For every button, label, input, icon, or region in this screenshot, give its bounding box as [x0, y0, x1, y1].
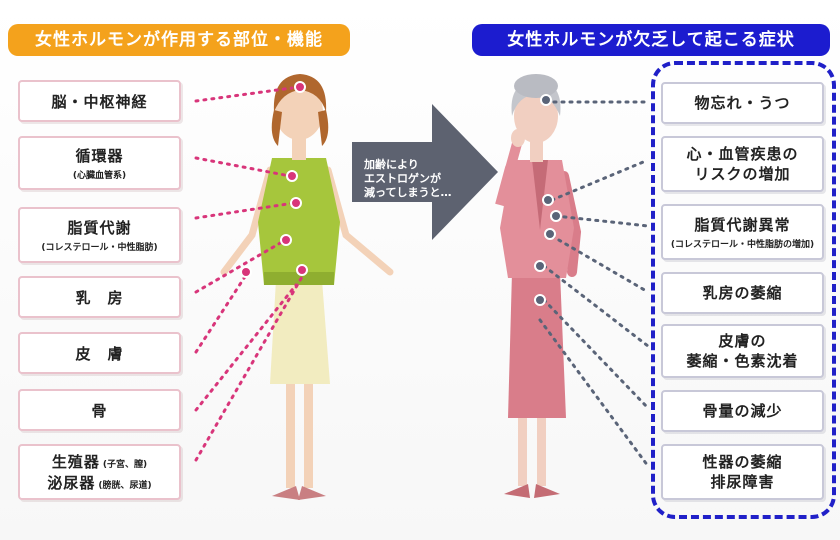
right-item-sublabel: (コレステロール・中性脂肪の増加) [670, 239, 815, 250]
symptom-group-border [651, 61, 836, 519]
left-item-label: 脳・中枢神経 [51, 92, 148, 111]
transition-arrow [352, 104, 498, 240]
left-dots [240, 81, 308, 278]
left-item-label: 生殖器 [51, 453, 100, 471]
arrow-line: エストロゲンが [364, 172, 441, 185]
right-item-label: 骨量の減少 [702, 402, 783, 420]
right-item-label: 皮膚の [718, 332, 767, 350]
left-item-bone: 骨 [18, 389, 181, 431]
right-dots [534, 94, 562, 306]
left-item-sublabel: (心臓血管系) [72, 171, 127, 181]
elderly-woman-figure [495, 74, 582, 498]
right-item-label: 乳房の萎縮 [702, 284, 783, 302]
right-item-label: リスクの増加 [694, 165, 791, 183]
right-item-label: 心・血管疾患の [686, 145, 799, 163]
left-item-brain: 脳・中枢神経 [18, 80, 181, 122]
left-connectors [194, 86, 308, 462]
left-item-label: 皮 膚 [75, 344, 124, 363]
arrow-caption: 加齢により エストロゲンが 減ってしまうと… [364, 158, 474, 200]
left-item-skin: 皮 膚 [18, 332, 181, 374]
left-item-label: 乳 房 [75, 288, 124, 307]
right-item-forgetfulness: 物忘れ・うつ [661, 82, 824, 124]
right-item-label: 脂質代謝異常 [694, 215, 791, 234]
arrow-line: 加齢により [364, 158, 419, 171]
left-item-label: 骨 [91, 401, 108, 420]
young-woman-figure [220, 74, 394, 500]
arrow-line: 減ってしまうと… [364, 186, 452, 199]
right-item-genital-atrophy: 性器の萎縮 排尿障害 [661, 444, 824, 500]
left-item-lipid: 脂質代謝 (コレステロール・中性脂肪) [18, 207, 181, 263]
left-item-sublabel: (子宮、膣) [102, 460, 148, 470]
right-item-label: 萎縮・色素沈着 [686, 352, 799, 370]
right-item-bone-loss: 骨量の減少 [661, 390, 824, 432]
left-item-sublabel: (膀胱、尿道) [98, 481, 152, 491]
left-item-breast: 乳 房 [18, 276, 181, 318]
right-title: 女性ホルモンが欠乏して起こる症状 [472, 24, 830, 56]
left-item-label: 循環器 [75, 147, 124, 165]
right-item-breast-atrophy: 乳房の萎縮 [661, 272, 824, 314]
right-item-label: 性器の萎縮 [702, 453, 783, 471]
left-item-label: 脂質代謝 [67, 219, 132, 237]
right-item-cardiovascular: 心・血管疾患の リスクの増加 [661, 136, 824, 192]
right-connectors [538, 100, 650, 468]
right-item-label: 物忘れ・うつ [694, 94, 791, 112]
left-item-reproductive: 生殖器 (子宮、膣) 泌尿器 (膀胱、尿道) [18, 444, 181, 500]
left-item-label: 泌尿器 [47, 474, 96, 492]
left-item-sublabel: (コレステロール・中性脂肪) [41, 243, 158, 253]
left-title: 女性ホルモンが作用する部位・機能 [8, 24, 350, 56]
right-item-label: 排尿障害 [710, 473, 775, 491]
right-item-lipid-disorder: 脂質代謝異常 (コレステロール・中性脂肪の増加) [661, 204, 824, 260]
left-item-circulatory: 循環器 (心臓血管系) [18, 136, 181, 190]
right-item-skin-atrophy: 皮膚の 萎縮・色素沈着 [661, 324, 824, 378]
